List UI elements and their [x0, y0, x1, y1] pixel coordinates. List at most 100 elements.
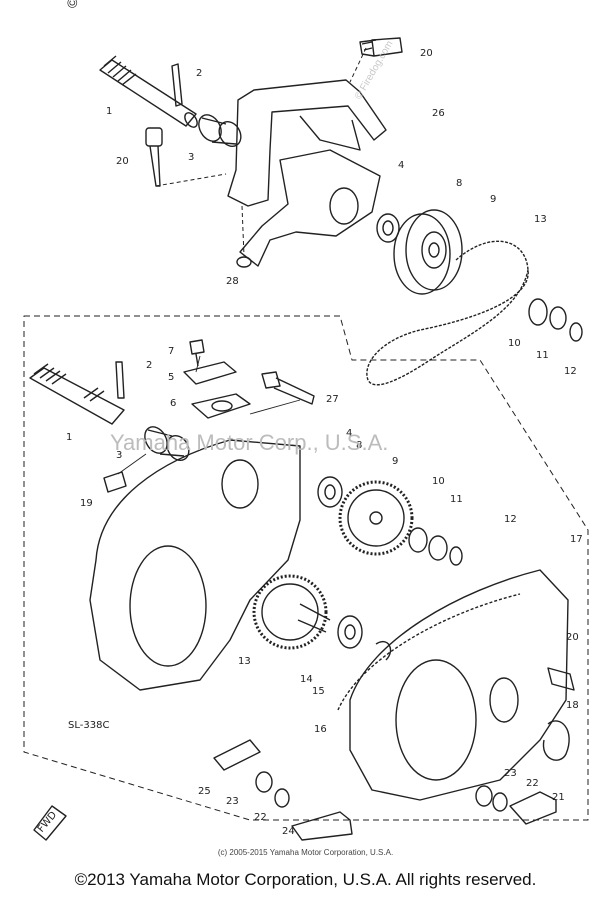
- callout-upper-9: 13: [534, 214, 547, 225]
- callout-lower-11: 11: [450, 494, 463, 505]
- callout-lower-2: 5: [168, 372, 174, 383]
- callout-lower-12: 12: [504, 514, 517, 525]
- callout-lower-27: 24: [282, 826, 295, 837]
- fwd-label: FWD: [36, 809, 60, 834]
- washer-28: [236, 256, 252, 268]
- upper-leaders: [155, 47, 367, 257]
- case-lower-bore: [221, 459, 259, 509]
- bearing-14: [337, 615, 363, 649]
- callout-lower-10: 10: [432, 476, 445, 487]
- firedog-diag-watermark: © Firedog.com: [353, 39, 395, 101]
- pin-upper: [171, 63, 183, 107]
- clip-18: [542, 720, 570, 761]
- callout-lower-22: 22: [526, 778, 539, 789]
- bearing-lower: [317, 476, 343, 508]
- bolt-upper-left: [145, 127, 163, 187]
- callout-upper-8: 9: [490, 194, 496, 205]
- callout-upper-13: 28: [226, 276, 239, 287]
- clip-upper-12: [569, 322, 583, 342]
- gasket-6: [191, 393, 251, 419]
- callout-lower-19: 18: [566, 700, 579, 711]
- callout-lower-6: 3: [116, 450, 122, 461]
- cover-17: [349, 569, 569, 801]
- washer-lower-10: [408, 527, 428, 553]
- pin-lower: [115, 361, 125, 399]
- callout-lower-25: 23: [226, 796, 239, 807]
- shaft-upper: [99, 55, 198, 128]
- firedog-watermark: © Firedog.: [64, 0, 80, 8]
- chain-belt: [366, 240, 529, 386]
- washer-lower-11: [428, 535, 448, 561]
- callout-upper-11: 11: [536, 350, 549, 361]
- callout-upper-1: 2: [196, 68, 202, 79]
- callout-upper-12: 12: [564, 366, 577, 377]
- callout-lower-9: 9: [392, 456, 398, 467]
- housing-upper-bore: [329, 187, 359, 225]
- callout-lower-18: 20: [566, 632, 579, 643]
- callout-upper-6: 4: [398, 160, 404, 171]
- callout-lower-8: 8: [356, 440, 362, 451]
- callout-lower-24: 25: [198, 786, 211, 797]
- case-lower: [89, 439, 301, 691]
- housing-upper: [239, 149, 381, 267]
- callout-lower-7: 4: [346, 428, 352, 439]
- callout-upper-0: 1: [106, 106, 112, 117]
- clip-lower-12: [449, 546, 463, 566]
- callout-lower-23: 21: [552, 792, 565, 803]
- callout-upper-4: 20: [116, 156, 129, 167]
- fwd-marker: [33, 805, 67, 841]
- callout-lower-1: 2: [146, 360, 152, 371]
- dowel-25: [213, 739, 261, 771]
- callout-lower-5: 1: [66, 432, 72, 443]
- cover-bore: [489, 677, 519, 723]
- bolt-lower-20: [547, 667, 575, 691]
- plate-5: [183, 361, 237, 385]
- collar-upper: [198, 114, 242, 148]
- gasket-16: [337, 593, 521, 711]
- bolt-21: [509, 791, 557, 825]
- callout-lower-21: 23: [504, 768, 517, 779]
- sprocket-lower: [252, 574, 331, 650]
- bracket-brace: [299, 115, 361, 151]
- callout-lower-14: 17: [570, 534, 583, 545]
- callout-lower-3: 6: [170, 398, 176, 409]
- callout-lower-13: 19: [80, 498, 93, 509]
- callout-upper-5: 26: [432, 108, 445, 119]
- washer-23-right: [475, 785, 493, 807]
- washer-upper-10: [528, 298, 548, 326]
- callout-lower-17: 15: [312, 686, 325, 697]
- group-boundary: [23, 315, 589, 821]
- pulley-upper: [393, 209, 463, 295]
- callout-lower-15: 13: [238, 656, 251, 667]
- yamaha-watermark: Yamaha Motor Corp., U.S.A.: [110, 430, 388, 455]
- callout-upper-7: 8: [456, 178, 462, 189]
- callout-upper-10: 10: [508, 338, 521, 349]
- callout-lower-20: 16: [314, 724, 327, 735]
- washer-upper-11: [549, 306, 567, 330]
- callout-lower-0: 7: [168, 346, 174, 357]
- bolt-24: [291, 811, 353, 841]
- callout-lower-16: 14: [300, 674, 313, 685]
- shaft-lower: [29, 363, 125, 425]
- sprocket-upper: [338, 480, 414, 556]
- washer-23-left: [255, 771, 273, 793]
- callout-lower-4: 27: [326, 394, 339, 405]
- bearing-upper: [376, 213, 400, 243]
- screw-7: [189, 339, 205, 367]
- screw-19: [103, 471, 127, 493]
- case-lower-opening: [129, 545, 207, 667]
- bracket-upper: [227, 79, 387, 207]
- lower-leaders: [117, 355, 301, 475]
- callout-lower-26: 22: [254, 812, 267, 823]
- copyright-notice: ©2013 Yamaha Motor Corporation, U.S.A. A…: [74, 870, 537, 889]
- bolt-27: [261, 371, 315, 405]
- washer-22-left: [274, 788, 290, 808]
- cover-opening: [395, 659, 477, 781]
- small-copyright: (c) 2005-2015 Yamaha Motor Corporation, …: [217, 848, 394, 857]
- callout-upper-3: 20: [420, 48, 433, 59]
- callout-upper-2: 3: [188, 152, 194, 163]
